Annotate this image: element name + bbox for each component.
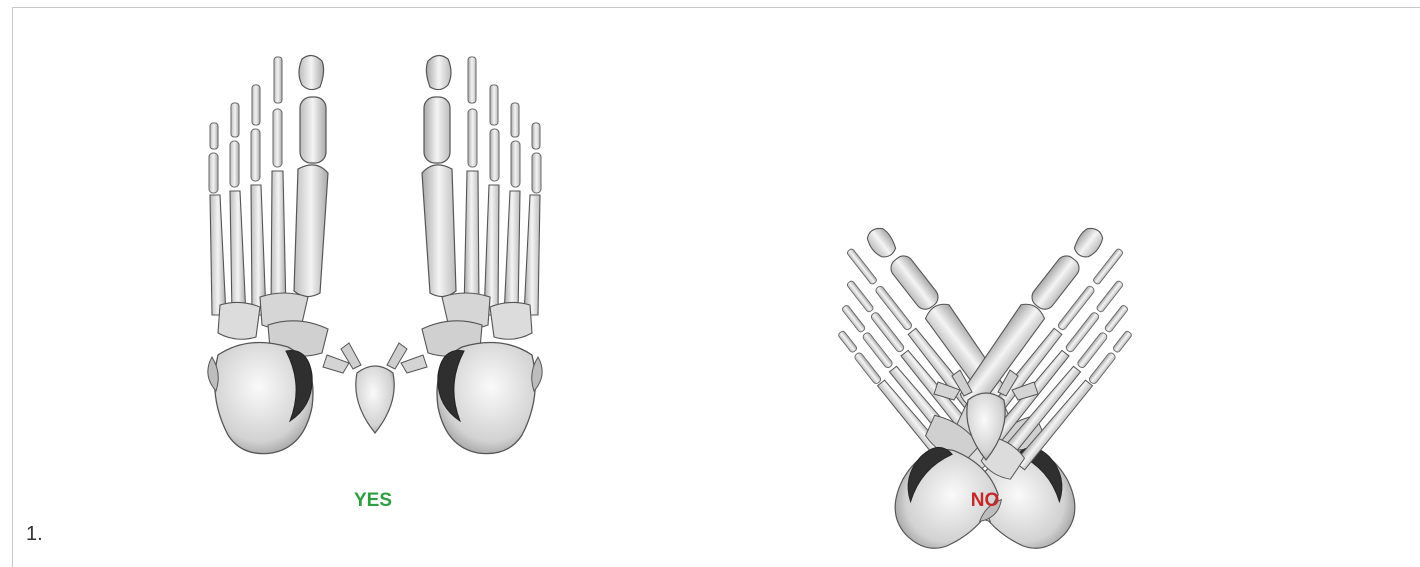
caption-yes: YES (313, 490, 433, 512)
item-number: 1. (26, 523, 43, 546)
caption-no: NO (925, 490, 1045, 512)
feet-parallel-illustration (190, 45, 560, 465)
foot-bones-parallel-icon (190, 45, 560, 465)
foot-bones-splayed-icon (725, 110, 1245, 470)
feet-splayed-illustration (725, 110, 1245, 470)
